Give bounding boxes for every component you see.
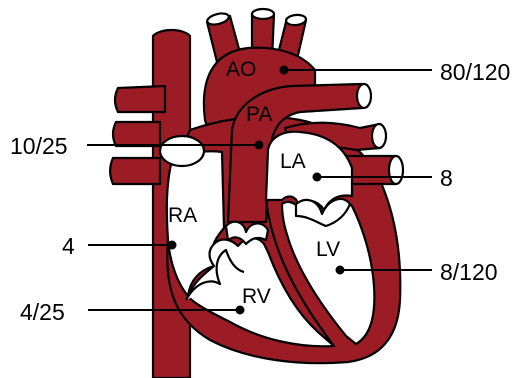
pa-opening-lower [372, 124, 386, 148]
point-ao [280, 66, 289, 75]
pulmonary-vein-left-middle [113, 122, 160, 146]
pressure-lv: 8/120 [440, 259, 498, 285]
point-ra [168, 241, 177, 250]
pressure-pa: 10/25 [10, 133, 68, 159]
pa-opening-upper [357, 84, 371, 108]
point-la [313, 173, 322, 182]
aorta-branch-2-opening [252, 9, 274, 19]
label-la: LA [280, 150, 306, 173]
label-rv: RV [242, 285, 271, 308]
pressure-la: 8 [440, 165, 453, 191]
label-ra: RA [168, 204, 197, 227]
superior-vena-cava-opening [160, 136, 204, 166]
point-lv [336, 266, 345, 275]
pulmonary-vein-left-upper [115, 86, 165, 112]
pressure-rv: 4/25 [20, 299, 65, 325]
label-ao: AO [226, 58, 256, 81]
pv-right-opening [389, 156, 403, 184]
pulmonary-vein-left-lower [110, 158, 160, 184]
pressure-ao: 80/120 [440, 59, 510, 85]
label-lv: LV [316, 238, 340, 261]
point-pa [255, 141, 264, 150]
label-pa: PA [246, 103, 272, 126]
pressure-ra: 4 [62, 233, 75, 259]
